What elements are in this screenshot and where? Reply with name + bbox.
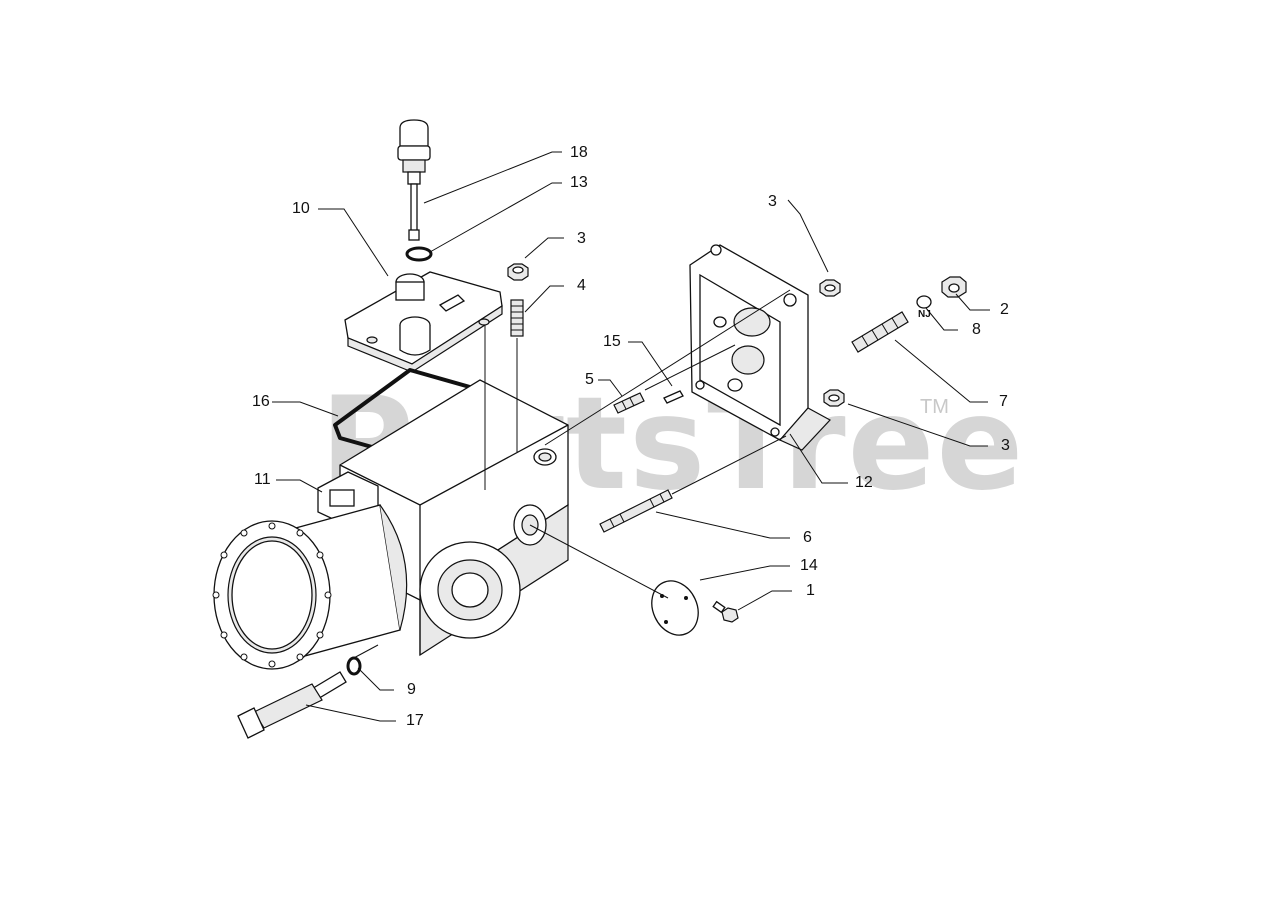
callout-11: 11: [254, 471, 271, 488]
callout-16: 16: [252, 393, 270, 410]
callout-5: 5: [585, 371, 594, 388]
part-6-long-stud[interactable]: [599, 435, 787, 533]
part-4-stud[interactable]: [510, 299, 524, 337]
part-7-stud[interactable]: [851, 311, 909, 353]
callout-13: 13: [570, 174, 588, 191]
callout-1: 1: [806, 582, 815, 599]
leader-lines: [272, 151, 990, 722]
part-11-main-housing[interactable]: [213, 379, 569, 670]
trademark-mark: TM: [920, 396, 949, 418]
part-1-bolt[interactable]: [712, 600, 739, 623]
callout-8: 8: [972, 321, 981, 338]
callout-9: 9: [407, 681, 416, 698]
part-12-side-cover[interactable]: [689, 244, 831, 451]
callout-4: 4: [577, 277, 586, 294]
part-9-o-ring[interactable]: [346, 656, 362, 676]
callout-6: 6: [803, 529, 812, 546]
callout-7: 7: [999, 393, 1008, 410]
flange-bolt-holes: [212, 522, 332, 668]
callout-17: 17: [406, 712, 424, 729]
callout-10: 10: [292, 200, 310, 217]
part-13-o-ring[interactable]: [405, 246, 433, 262]
part-8-washer[interactable]: NJ: [916, 295, 932, 320]
washer-marking: NJ: [918, 309, 931, 320]
part-3-nut-lower-right[interactable]: [823, 389, 845, 407]
part-14-cover-plate[interactable]: [643, 573, 707, 642]
part-15-pin[interactable]: [663, 390, 684, 404]
part-10-top-cover[interactable]: [344, 271, 503, 373]
callout-2: 2: [1000, 301, 1009, 318]
part-3-nut-upper-right[interactable]: [819, 279, 841, 297]
callout-3-cover: 3: [768, 193, 777, 210]
callout-15: 15: [603, 333, 621, 350]
part-17-fitting[interactable]: [237, 671, 347, 739]
part-18-breather[interactable]: [397, 119, 431, 241]
part-2-nut[interactable]: [941, 276, 967, 298]
callout-3-top: 3: [577, 230, 586, 247]
callout-12: 12: [855, 474, 873, 491]
part-3-nut-top[interactable]: [507, 263, 529, 281]
callout-18: 18: [570, 144, 588, 161]
callout-14: 14: [800, 557, 818, 574]
part-5-stud[interactable]: [613, 392, 645, 414]
callout-3-lower: 3: [1001, 437, 1010, 454]
